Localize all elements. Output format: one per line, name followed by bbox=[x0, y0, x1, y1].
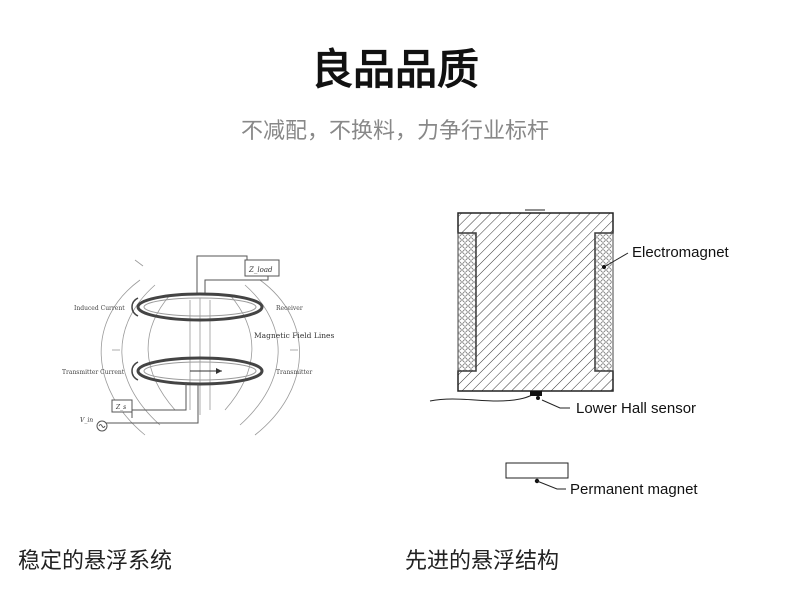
receiver-label: Receiver bbox=[276, 305, 303, 312]
magnetic-field-lines-label: Magnetic Field Lines bbox=[254, 331, 334, 340]
transmitter-coil bbox=[136, 356, 264, 386]
right-caption: 先进的悬浮结构 bbox=[405, 549, 560, 574]
load-label: Z_load bbox=[248, 266, 273, 274]
electromagnet-pointer bbox=[603, 252, 629, 268]
permanent-magnet bbox=[505, 462, 569, 479]
transmitter-label: Transmitter bbox=[276, 369, 312, 376]
left-caption: 稳定的悬浮系统 bbox=[18, 549, 173, 574]
induced-current-arrow bbox=[131, 297, 139, 317]
receiver-coil bbox=[136, 292, 264, 322]
voltage-source-label: V_in bbox=[80, 417, 93, 424]
magnet-core bbox=[457, 212, 614, 392]
hall-sensor-pointer bbox=[541, 399, 570, 409]
coil-induction-diagram: Z_load Induced Current Receiver Magnetic… bbox=[62, 255, 334, 436]
hall-sensor bbox=[530, 391, 542, 396]
electromagnet-label: Electromagnet bbox=[632, 244, 730, 261]
right-coil-winding bbox=[594, 232, 614, 372]
source-impedance-label: Z_s bbox=[115, 404, 126, 411]
electromagnet-structure-diagram: Electromagnet Lower Hall sensor Permanen… bbox=[429, 209, 730, 498]
transmitter-current-label: Transmitter Current bbox=[62, 369, 125, 376]
load-box bbox=[244, 259, 280, 277]
induced-current-label: Induced Current bbox=[74, 305, 125, 312]
page-title: 良品品质 bbox=[310, 45, 479, 94]
transmitter-current-arrow bbox=[131, 361, 139, 381]
page-subtitle: 不减配，不换料，力争行业标杆 bbox=[240, 119, 549, 144]
permanent-magnet-pointer bbox=[536, 480, 566, 490]
left-coil-winding bbox=[457, 232, 477, 372]
lower-hall-sensor-label: Lower Hall sensor bbox=[576, 400, 696, 417]
source-circuit bbox=[96, 382, 199, 432]
sensor-wire bbox=[429, 394, 533, 402]
permanent-magnet-label: Permanent magnet bbox=[570, 481, 698, 498]
field-lines bbox=[100, 259, 300, 436]
source-impedance-box bbox=[111, 399, 133, 413]
load-circuit bbox=[196, 255, 280, 295]
